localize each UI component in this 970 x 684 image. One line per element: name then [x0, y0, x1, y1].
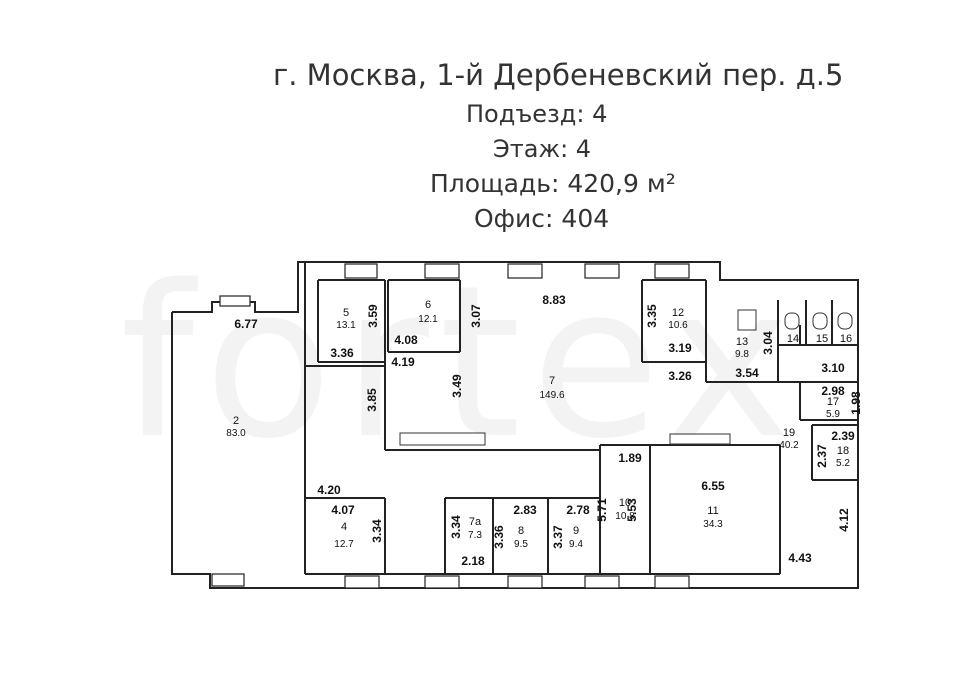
office-label: Офис: 404	[474, 204, 610, 233]
room-number: 9	[573, 525, 579, 537]
dimension: 4.20	[317, 483, 341, 497]
dimension: 3.04	[761, 331, 775, 355]
dimension: 4.19	[391, 355, 415, 369]
dimension: 4.43	[788, 551, 812, 565]
room-number: 5	[343, 307, 349, 319]
room-labels: 2 83.0 4 12.7 5 13.1 6 12.1 7 149.6 7а 7…	[226, 299, 852, 550]
dimension: 2.98	[821, 384, 845, 398]
dimension: 6.55	[701, 479, 725, 493]
room-area: 5.2	[836, 458, 850, 469]
dimension: 3.19	[668, 341, 692, 355]
dimension: 3.54	[735, 366, 759, 380]
room-number: 10	[619, 497, 631, 509]
dimension: 5.53	[625, 498, 639, 522]
room-number: 4	[341, 521, 347, 533]
room-number: 7	[549, 375, 555, 387]
room-area: 40.2	[779, 440, 799, 451]
dimension: 4.12	[837, 508, 851, 532]
dimension: 1.89	[618, 451, 642, 465]
dimension: 1.98	[849, 391, 863, 415]
dimension: 4.08	[394, 333, 418, 347]
room-area: 149.6	[539, 390, 564, 401]
windows	[211, 263, 690, 589]
room-number: 13	[736, 336, 748, 348]
room-area: 7.3	[468, 530, 482, 541]
room-number: 2	[233, 415, 239, 427]
room-area: 10.8	[615, 511, 635, 522]
room-area: 9.8	[735, 349, 749, 360]
entrance-label: Подъезд: 4	[466, 100, 608, 128]
room-area: 5.9	[826, 409, 840, 420]
room-number: 11	[707, 505, 718, 517]
room-number: 16	[840, 333, 852, 345]
room-area: 13.1	[336, 320, 356, 331]
dimension: 2.83	[513, 503, 537, 517]
dimension: 5.71	[595, 498, 609, 522]
dimension: 3.34	[449, 515, 463, 539]
room-number: 7а	[469, 516, 482, 528]
dimension: 6.77	[234, 317, 258, 331]
dimension: 3.37	[551, 525, 565, 549]
room-area: 12.7	[334, 539, 354, 550]
room-area: 12.1	[418, 314, 438, 325]
dimension: 3.26	[668, 369, 692, 383]
room-area: 9.4	[569, 539, 583, 550]
dimension-labels: 6.77 3.36 3.59 4.08 4.19 3.07 8.83 3.49 …	[234, 293, 863, 568]
dimension: 3.49	[450, 374, 464, 398]
dimension: 3.85	[365, 388, 379, 412]
room-number: 8	[518, 525, 524, 537]
dimension: 3.59	[366, 304, 380, 328]
dimension: 3.36	[330, 346, 354, 360]
room-number: 17	[827, 396, 839, 408]
fixtures	[399, 309, 853, 446]
dimension: 3.07	[469, 304, 483, 328]
dimension: 3.36	[492, 525, 506, 549]
dimension: 3.34	[370, 519, 384, 543]
dimension: 2.78	[566, 503, 590, 517]
dimension: 4.07	[331, 503, 355, 517]
room-number: 14	[787, 333, 799, 345]
dimension: 2.18	[461, 554, 485, 568]
address-title: г. Москва, 1-й Дербеневский пер. д.5	[273, 58, 844, 92]
dimension: 3.35	[645, 304, 659, 328]
room-area: 10.6	[668, 320, 688, 331]
room-number: 18	[837, 445, 849, 457]
floor-label: Этаж: 4	[493, 135, 592, 163]
room-number: 15	[816, 333, 828, 345]
dimension: 8.83	[542, 293, 566, 307]
room-area: 34.3	[703, 519, 723, 530]
room-number: 6	[425, 299, 431, 311]
dimension: 3.10	[821, 361, 845, 375]
dimension: 2.37	[815, 444, 829, 468]
area-label: Площадь: 420,9 м²	[430, 169, 676, 198]
room-area: 9.5	[514, 539, 528, 550]
room-number: 12	[672, 307, 684, 319]
room-area: 83.0	[226, 428, 246, 439]
room-number: 19	[783, 427, 795, 439]
dimension: 2.39	[831, 429, 855, 443]
